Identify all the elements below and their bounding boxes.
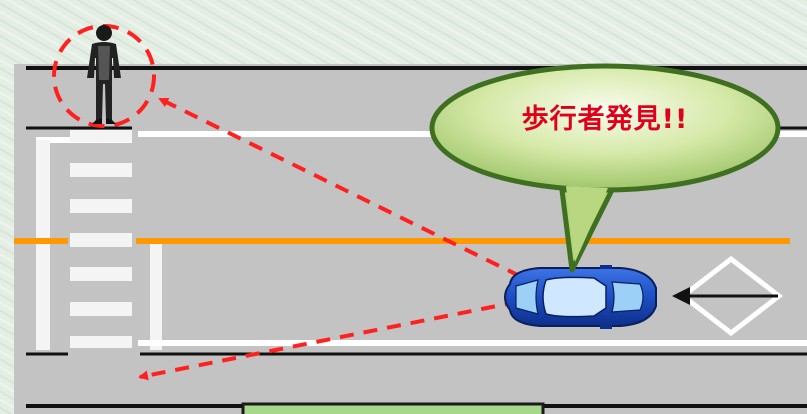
- crosswalk-stripe: [70, 163, 132, 177]
- right-stop-bar: [150, 240, 162, 350]
- bottom-green-sign: [241, 402, 545, 414]
- speech-bubble: [429, 63, 781, 273]
- arrow-left-icon: [672, 287, 778, 305]
- detection-arrow-to-crosswalk: [138, 295, 543, 381]
- speech-bubble-text: 歩行者発見!!: [521, 104, 689, 135]
- crosswalk-stripe: [70, 302, 132, 316]
- crosswalk-stripe: [70, 130, 132, 142]
- person-icon: [87, 25, 121, 124]
- crosswalk-stripe: [70, 199, 132, 213]
- car-icon: [504, 265, 657, 329]
- crosswalk-stripe: [70, 267, 132, 281]
- detection-arrows: [138, 97, 543, 381]
- crosswalk-stripe: [70, 336, 132, 348]
- left-stop-bar: [36, 140, 50, 350]
- crosswalk: [70, 130, 132, 348]
- diamond-icon: [678, 255, 784, 337]
- crosswalk-stripe: [70, 233, 132, 247]
